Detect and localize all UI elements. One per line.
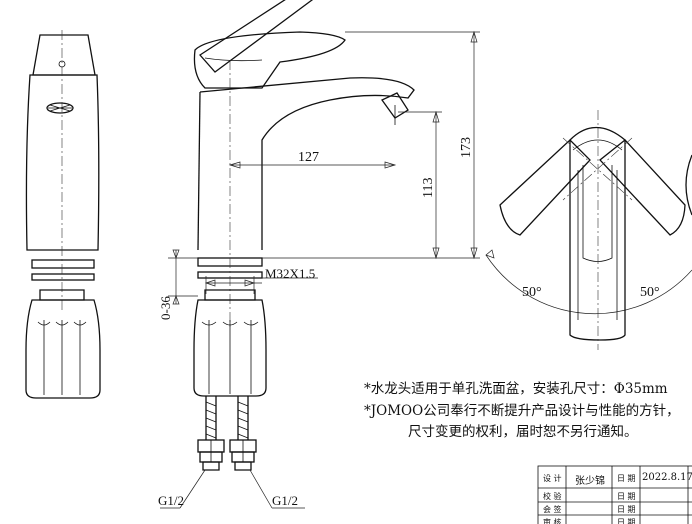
dim-thread-label: M32X1.5 bbox=[265, 266, 315, 281]
hose-right-label: G1/2 bbox=[272, 493, 298, 508]
angle-left-label: 50° bbox=[522, 285, 542, 300]
dimension-lines bbox=[160, 30, 480, 509]
top-view bbox=[485, 110, 692, 350]
dim-deck-label: 0-36 bbox=[158, 296, 173, 320]
angle-right-label: 50° bbox=[640, 285, 660, 300]
note-line-1: *水龙头适用于单孔洗面盆，安装孔尺寸：Φ35mm bbox=[364, 381, 668, 397]
tb-row2-label: 校 验 bbox=[543, 492, 562, 501]
tb-row1-date: 2022.8.17 bbox=[642, 472, 692, 483]
dim-total-height-label: 173 bbox=[459, 137, 474, 158]
tb-row3-label: 会 签 bbox=[543, 505, 562, 514]
dim-spout-height-label: 113 bbox=[421, 178, 436, 198]
tb-row4-date-label: 日 期 bbox=[617, 518, 636, 524]
tb-row4-label: 审 核 bbox=[543, 518, 562, 524]
tb-row1-date-label: 日 期 bbox=[617, 474, 636, 483]
front-view bbox=[193, 0, 415, 471]
note-line-2: *JOMOO公司奉行不断提升产品设计与性能的方针， bbox=[364, 403, 680, 419]
tb-row2-date-label: 日 期 bbox=[617, 492, 636, 501]
tb-row1-label: 设 计 bbox=[543, 474, 562, 483]
title-block bbox=[537, 465, 692, 524]
side-view bbox=[25, 30, 101, 399]
tb-row3-date-label: 日 期 bbox=[617, 505, 636, 514]
tb-row1-name: 张少锦 bbox=[575, 476, 605, 487]
dim-reach-label: 127 bbox=[298, 150, 319, 165]
hose-left-label: G1/2 bbox=[158, 493, 184, 508]
note-line-3: 尺寸变更的权利，届时恕不另行通知。 bbox=[408, 424, 638, 440]
